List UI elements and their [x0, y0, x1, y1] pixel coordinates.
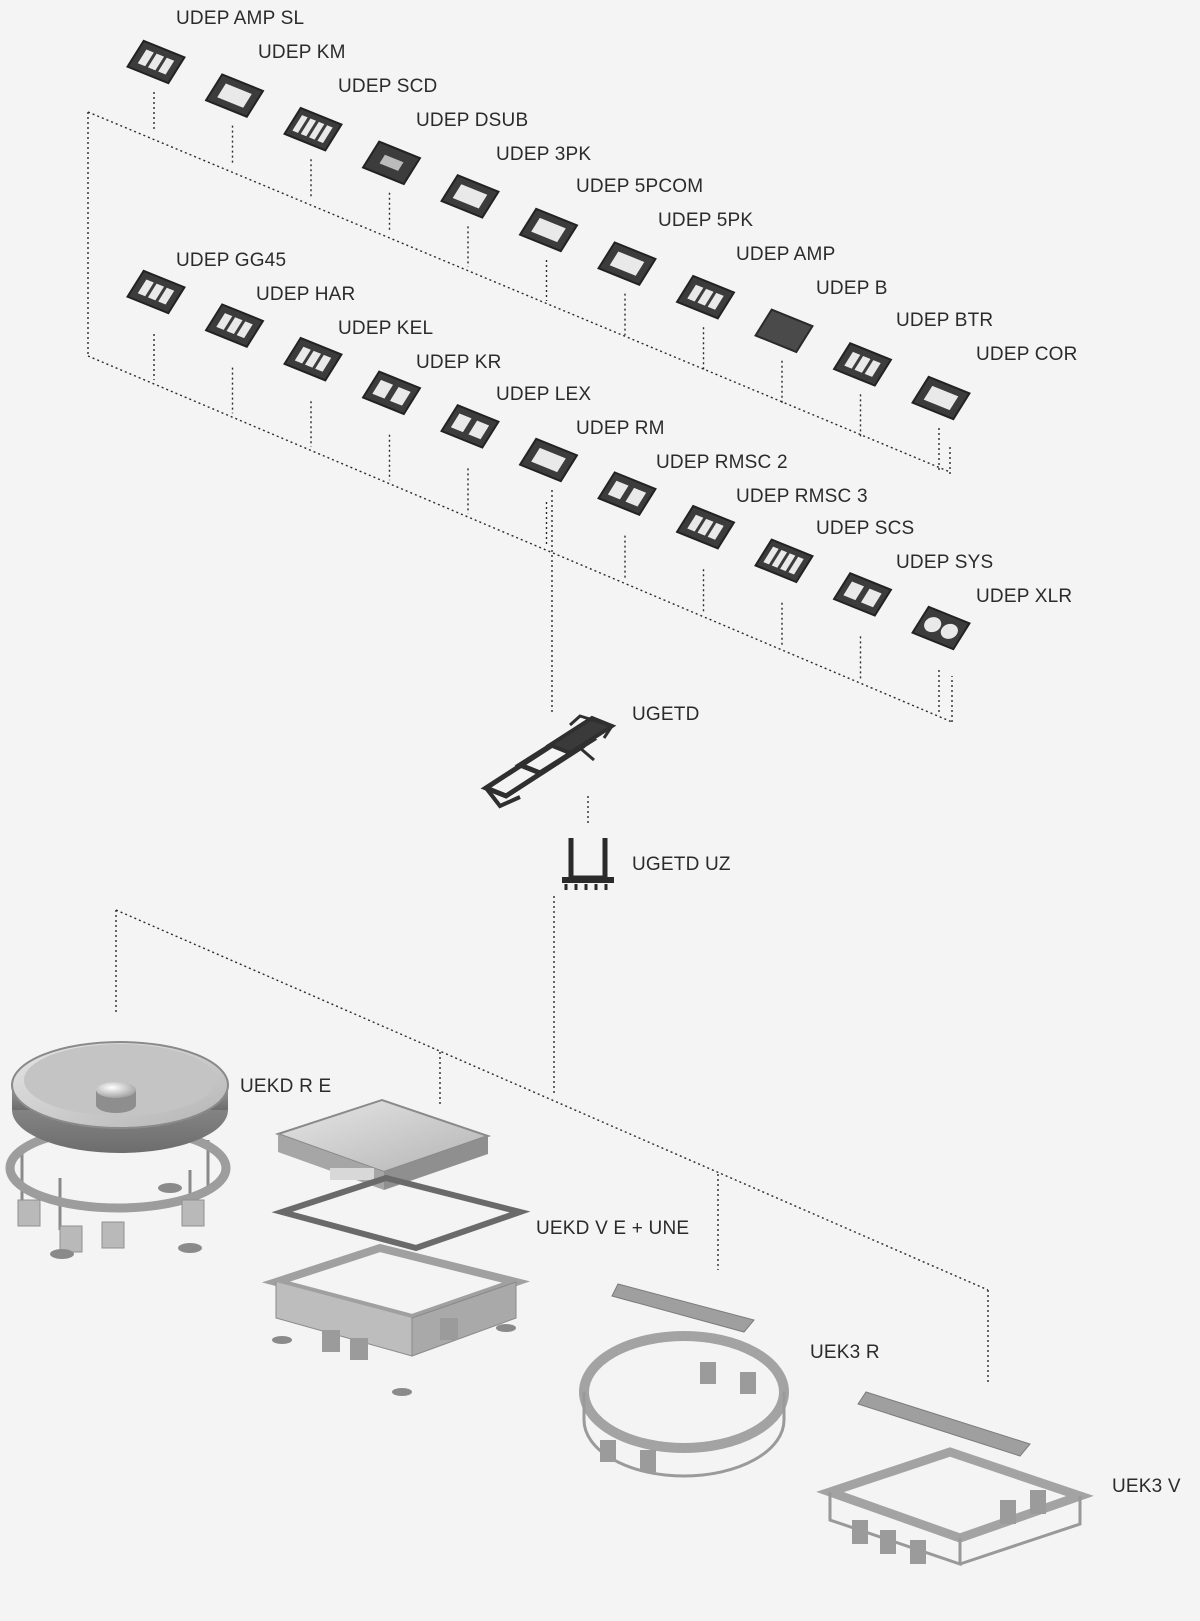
- plate-label: UDEP XLR: [976, 586, 1073, 607]
- plate-label: UDEP GG45: [176, 250, 287, 271]
- plate-label: UDEP 3PK: [496, 144, 592, 165]
- floor-box-label: UEK3 R: [810, 1342, 880, 1363]
- plate-label: UDEP BTR: [896, 310, 994, 331]
- plate-label: UDEP RMSC 3: [736, 486, 868, 507]
- plate-1-rect-icon: [518, 207, 579, 253]
- plate-label: UDEP SCD: [338, 76, 438, 97]
- plate-4-slot-icon: [754, 538, 814, 584]
- square-floor-box-icon: [261, 1098, 531, 1396]
- plate-label: UDEP RM: [576, 418, 665, 439]
- plate-dsub-icon: [361, 140, 422, 186]
- plate-label: UDEP KEL: [338, 318, 434, 339]
- plate-3-slot-icon: [675, 274, 736, 320]
- floor-box-label: UEKD R E: [240, 1076, 332, 1097]
- plate-label: UDEP COR: [976, 344, 1078, 365]
- bracket-label: UGETD UZ: [632, 854, 731, 875]
- plate-1-rect-icon: [440, 174, 500, 219]
- plate-3-slot-icon: [126, 39, 186, 85]
- carrier-frame-icon: [480, 714, 617, 809]
- plate-frame-icon: [911, 375, 971, 421]
- plate-label: UDEP AMP SL: [176, 8, 305, 29]
- plate-3-slot-icon: [126, 269, 186, 315]
- plate-blank-icon: [754, 308, 814, 354]
- plate-2-slot-icon: [597, 471, 657, 516]
- plate-1-rect-icon: [518, 437, 579, 483]
- round-floor-box-icon: [5, 1041, 231, 1259]
- insert-plates: [126, 39, 971, 651]
- plate-label: UDEP HAR: [256, 284, 356, 305]
- floor-box-label: UEKD V E + UNE: [536, 1218, 690, 1239]
- plate-label: UDEP B: [816, 278, 888, 299]
- u-bracket-icon: [562, 838, 614, 890]
- plate-label: UDEP 5PK: [658, 210, 754, 231]
- plate-3-slot-icon: [675, 504, 736, 550]
- plate-3-slot-icon: [832, 342, 893, 387]
- plate-3-slot-icon: [283, 336, 343, 382]
- plate-label: UDEP KM: [258, 42, 346, 63]
- plate-2-round-icon: [911, 605, 971, 651]
- plate-label: UDEP KR: [416, 352, 502, 373]
- square-hinged-box-icon: [816, 1391, 1094, 1567]
- plate-2-slot-icon: [440, 404, 500, 449]
- plate-label: UDEP RMSC 2: [656, 452, 788, 473]
- floor-box-label: UEK3 V: [1112, 1476, 1181, 1497]
- plate-1-rect-icon: [204, 73, 265, 118]
- plate-4-slot-icon: [283, 106, 343, 152]
- plate-label: UDEP AMP: [736, 244, 836, 265]
- carrier-label: UGETD: [632, 704, 700, 725]
- plate-label: UDEP LEX: [496, 384, 592, 405]
- round-hinged-box-icon: [579, 1283, 789, 1478]
- plate-label: UDEP DSUB: [416, 110, 529, 131]
- plate-label: UDEP SCS: [816, 518, 915, 539]
- plate-1-rect-icon: [597, 241, 657, 286]
- plate-label: UDEP SYS: [896, 552, 994, 573]
- connector-lines: [87, 92, 989, 1384]
- plate-2-slot-icon: [361, 370, 422, 416]
- plate-2-slot-icon: [832, 572, 893, 617]
- plate-3-slot-icon: [204, 303, 265, 348]
- plate-label: UDEP 5PCOM: [576, 176, 704, 197]
